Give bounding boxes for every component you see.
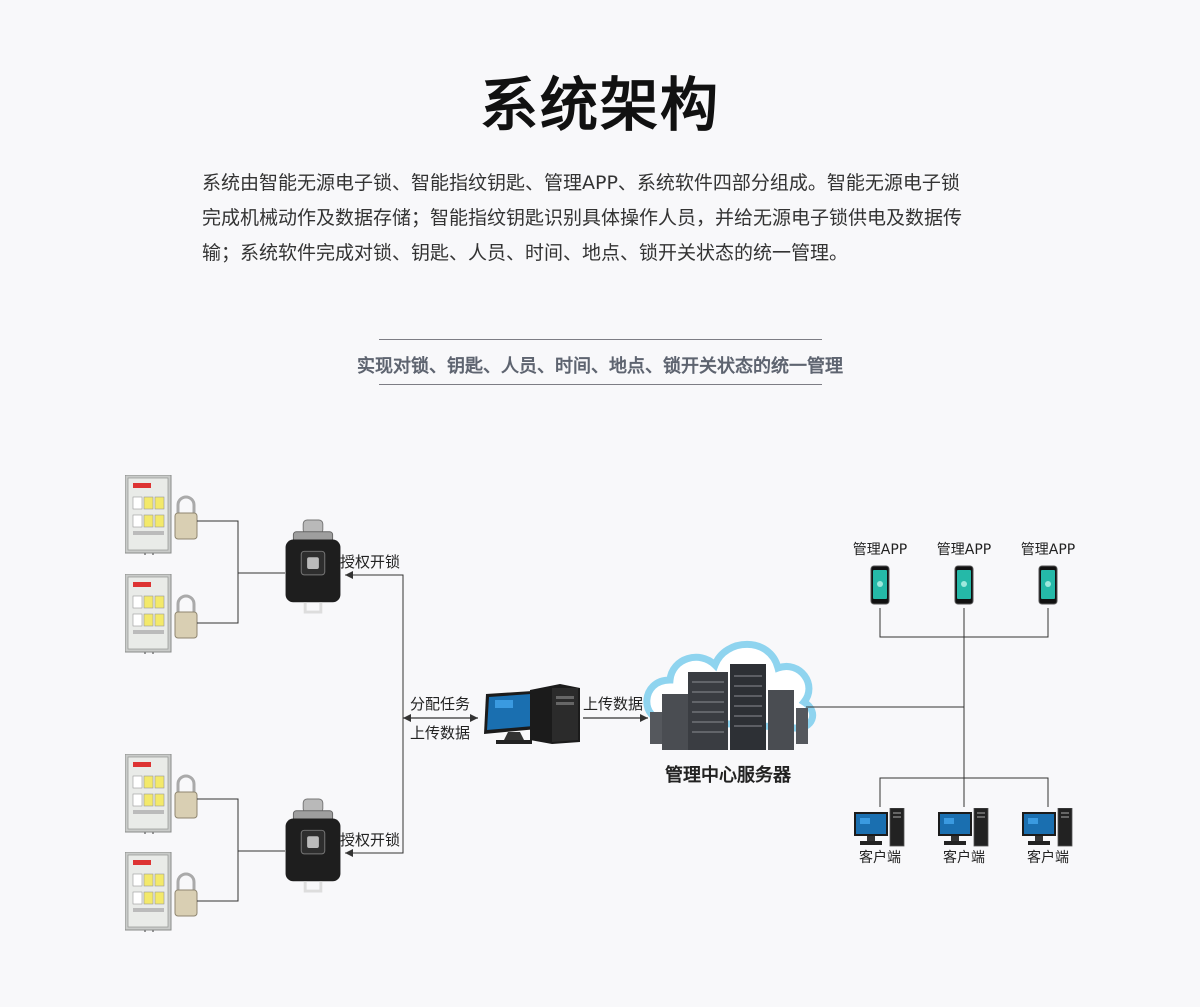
fingerprint-key-icon bbox=[284, 797, 342, 893]
intro-line: 完成机械动作及数据存储；智能指纹钥匙识别具体操作人员，并给无源电子锁供电及数据传 bbox=[202, 207, 963, 229]
key-top-label: 授权开锁 bbox=[340, 553, 400, 571]
client-label: 客户端 bbox=[859, 849, 901, 866]
client-computer-icon bbox=[854, 808, 905, 847]
phone-icon bbox=[954, 565, 974, 605]
cabinet-lock-icon bbox=[125, 754, 199, 834]
phone-icon bbox=[1038, 565, 1058, 605]
client-label: 客户端 bbox=[1027, 849, 1069, 866]
phone-icon bbox=[870, 565, 890, 605]
intro-line: 输；系统软件完成对锁、钥匙、人员、时间、地点、锁开关状态的统一管理。 bbox=[202, 242, 849, 264]
connector-lines bbox=[197, 520, 404, 902]
key-bottom-label: 授权开锁 bbox=[340, 831, 400, 849]
arrow-head-icon bbox=[345, 571, 353, 579]
client-computer-icon bbox=[938, 808, 989, 847]
upload-data-label-left: 上传数据 bbox=[410, 724, 470, 742]
cloud-server-icon bbox=[643, 641, 817, 750]
page-title: 系统架构 bbox=[479, 71, 720, 139]
app-label: 管理APP bbox=[853, 542, 907, 558]
intro-paragraph: 系统由智能无源电子锁、智能指纹钥匙、管理APP、系统软件四部分组成。智能无源电子… bbox=[202, 166, 1002, 271]
desktop-pc-icon bbox=[484, 684, 580, 744]
fingerprint-key-icon bbox=[284, 518, 342, 614]
app-label: 管理APP bbox=[1021, 542, 1075, 558]
assign-upload-arrow bbox=[403, 714, 478, 722]
server-label: 管理中心服务器 bbox=[665, 764, 792, 786]
upload-data-label-right: 上传数据 bbox=[583, 695, 643, 713]
cabinet-lock-icon bbox=[125, 852, 199, 932]
banner-bottom-divider bbox=[379, 384, 822, 385]
cabinet-lock-icon bbox=[125, 475, 199, 555]
banner-text: 实现对锁、钥匙、人员、时间、地点、锁开关状态的统一管理 bbox=[357, 356, 843, 377]
intro-line: 系统由智能无源电子锁、智能指纹钥匙、管理APP、系统软件四部分组成。智能无源电子… bbox=[202, 172, 960, 194]
assign-task-label: 分配任务 bbox=[410, 695, 470, 713]
client-label: 客户端 bbox=[943, 849, 985, 866]
upload-arrow bbox=[583, 714, 648, 722]
cabinet-lock-icon bbox=[125, 574, 199, 654]
network-lines bbox=[806, 608, 1049, 807]
app-label: 管理APP bbox=[937, 542, 991, 558]
arrow-head-icon bbox=[345, 849, 353, 857]
banner-top-divider bbox=[379, 339, 822, 340]
client-computer-icon bbox=[1022, 808, 1073, 847]
